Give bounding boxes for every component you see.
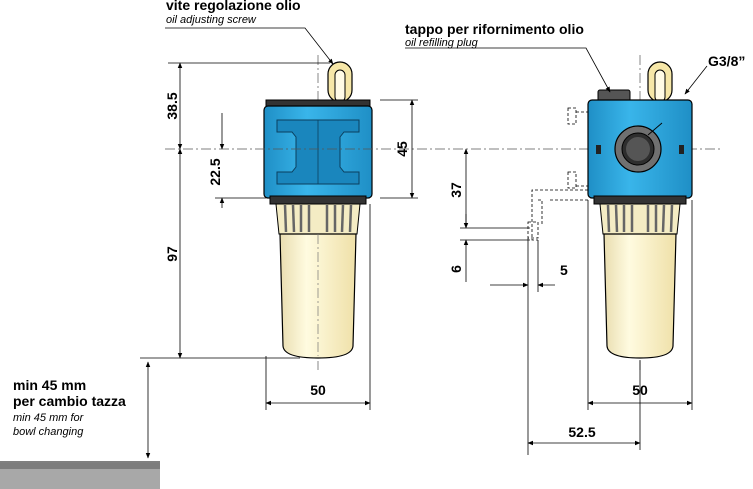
bowl-fins (275, 203, 361, 235)
dim-50-right: 50 (632, 382, 648, 398)
oil-adjusting-screw (327, 61, 353, 103)
oil-screw-label-en: oil adjusting screw (166, 14, 256, 26)
dim-37: 37 (448, 182, 464, 198)
side-adjusting-screw (647, 61, 673, 103)
bowl-change-label-2: per cambio tazza (13, 393, 126, 409)
bottom-band (269, 195, 367, 205)
dim-22-5: 22.5 (207, 158, 223, 186)
port-size-label: G3/8” (708, 53, 746, 69)
port-leader-line (684, 65, 708, 95)
side-view (527, 55, 693, 370)
bowl-change-en-1: min 45 mm for (13, 412, 84, 424)
oil-screw-label-it: vite regolazione olio (166, 0, 301, 13)
front-view (263, 55, 373, 370)
g38-port (614, 125, 662, 173)
dim-50-left: 50 (310, 382, 326, 398)
dim-52-5: 52.5 (568, 424, 596, 440)
hidden-outline (527, 107, 588, 241)
dim-38-5: 38.5 (164, 92, 180, 120)
refill-plug-label-it: tappo per rifornimento olio (405, 21, 584, 37)
dim-6: 6 (448, 265, 464, 273)
plug-leader-line (405, 47, 611, 93)
bowl-change-en-2: bowl changing (13, 426, 84, 438)
ground-floor (0, 461, 160, 489)
side-bowl-fins (599, 203, 681, 235)
dim-97: 97 (164, 246, 180, 262)
side-dimensions (460, 148, 693, 455)
side-bowl (603, 233, 677, 359)
screw-leader-line (165, 27, 334, 65)
refill-plug-label-en: oil refilling plug (405, 37, 478, 49)
dim-5: 5 (560, 262, 568, 278)
bowl-change-label-1: min 45 mm (13, 377, 87, 393)
front-dimensions (140, 62, 418, 459)
dim-45: 45 (394, 141, 410, 157)
